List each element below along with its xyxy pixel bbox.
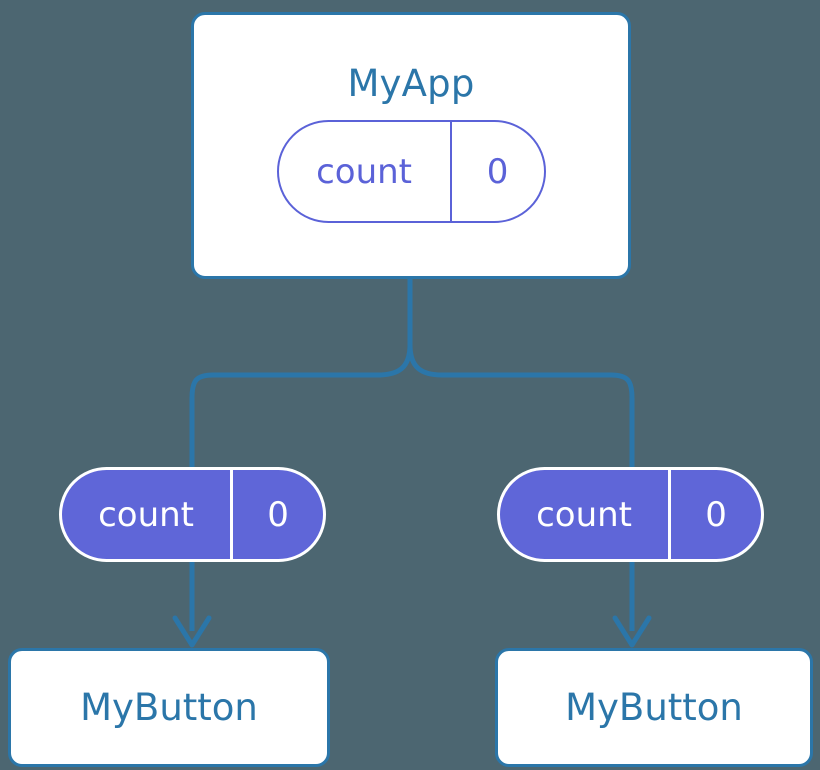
state-pill-left[interactable]: count 0 xyxy=(59,467,326,562)
connector-branch-right xyxy=(407,344,635,467)
state-pill-root[interactable]: count 0 xyxy=(276,120,546,223)
component-title-myapp: MyApp xyxy=(347,62,475,105)
component-title-mybutton-left: MyButton xyxy=(80,686,258,729)
state-value-left: 0 xyxy=(230,470,323,559)
state-pill-right[interactable]: count 0 xyxy=(497,467,764,562)
state-value-root: 0 xyxy=(449,122,544,221)
arrow-head-right-icon xyxy=(612,615,652,648)
state-value-right: 0 xyxy=(668,470,761,559)
connector-branch-left xyxy=(189,344,413,467)
state-key-root: count xyxy=(316,151,413,192)
component-card-mybutton-right[interactable]: MyButton xyxy=(495,648,813,767)
component-card-myapp[interactable]: MyApp count 0 xyxy=(191,12,631,279)
state-key-right: count xyxy=(536,494,633,535)
state-key-left: count xyxy=(98,494,195,535)
component-card-mybutton-left[interactable]: MyButton xyxy=(8,648,330,767)
component-title-mybutton-right: MyButton xyxy=(565,686,743,729)
arrow-head-left-icon xyxy=(172,615,212,648)
